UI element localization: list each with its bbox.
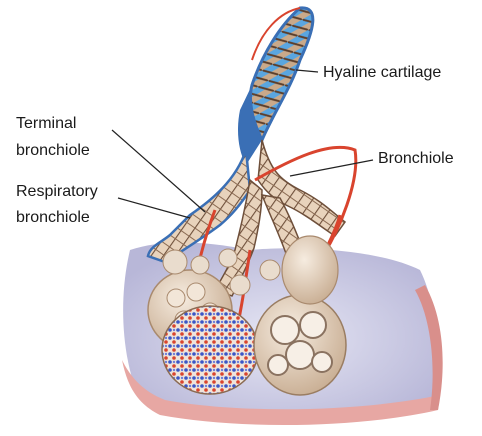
leader-bronchiole: [290, 160, 373, 176]
label-respiratory-bronchiole-line2: bronchiole: [16, 209, 90, 226]
label-terminal-bronchiole-line1: Terminal: [16, 115, 76, 132]
label-terminal-bronchiole-line2: bronchiole: [16, 142, 90, 159]
label-bronchiole: Bronchiole: [378, 150, 454, 167]
label-hyaline-cartilage: Hyaline cartilage: [323, 64, 441, 81]
leader-hyaline-cartilage: [296, 70, 318, 72]
bronchiole-upper-with-cartilage: [238, 8, 313, 165]
leader-respiratory-bronchiole: [118, 198, 190, 218]
label-respiratory-bronchiole-line1: Respiratory: [16, 183, 98, 200]
